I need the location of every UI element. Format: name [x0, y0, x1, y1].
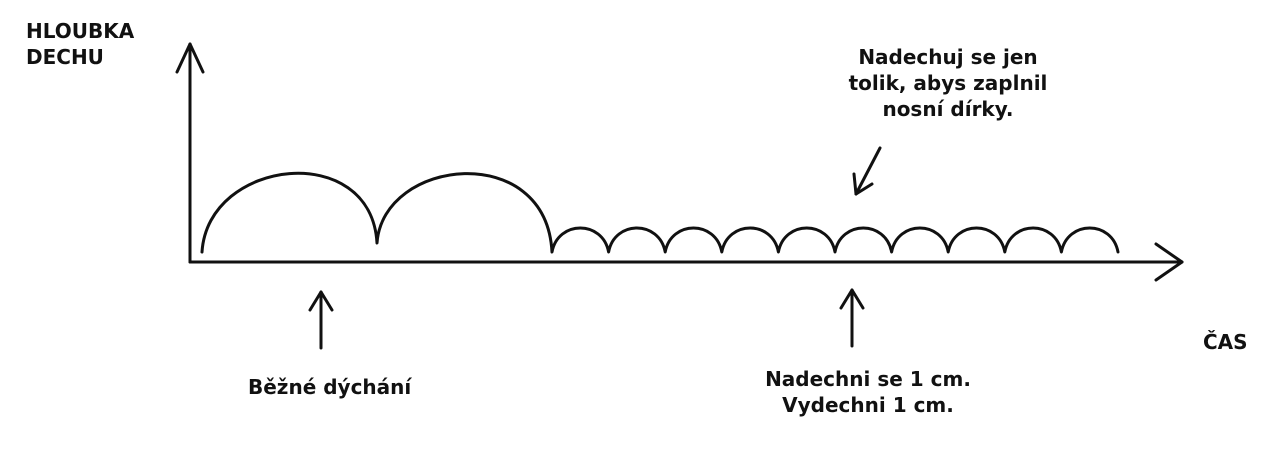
x-axis-label: ČAS [1203, 330, 1248, 354]
shallow-line1: Nadechni se 1 cm. [765, 367, 971, 391]
shallow-line2: Vydechni 1 cm. [782, 393, 954, 417]
shallow-breathing-label: Nadechni se 1 cm. Vydechni 1 cm. [738, 366, 998, 418]
shallow-breathing-tip: Nadechuj se jen tolik, abys zaplnil nosn… [838, 44, 1058, 122]
shallow-arrow-head [839, 288, 865, 310]
breathing-curve [200, 171, 1120, 254]
tip-arrow-head [852, 172, 874, 196]
y-axis-label-line2: DECHU [26, 45, 104, 69]
tip-line3: nosní dírky. [882, 97, 1014, 121]
y-axis-label-line1: HLOUBKA [26, 19, 135, 43]
tip-arrow-shaft [854, 146, 882, 196]
tip-line1: Nadechuj se jen [858, 45, 1038, 69]
x-axis-arrowhead [1154, 242, 1184, 282]
tip-line2: tolik, abys zaplnil [848, 71, 1048, 95]
y-axis-arrowhead [175, 42, 205, 74]
y-axis-label: HLOUBKA DECHU [26, 18, 134, 70]
normal-breathing-label: Běžné dýchání [248, 375, 412, 399]
normal-arrow-head [308, 290, 334, 312]
